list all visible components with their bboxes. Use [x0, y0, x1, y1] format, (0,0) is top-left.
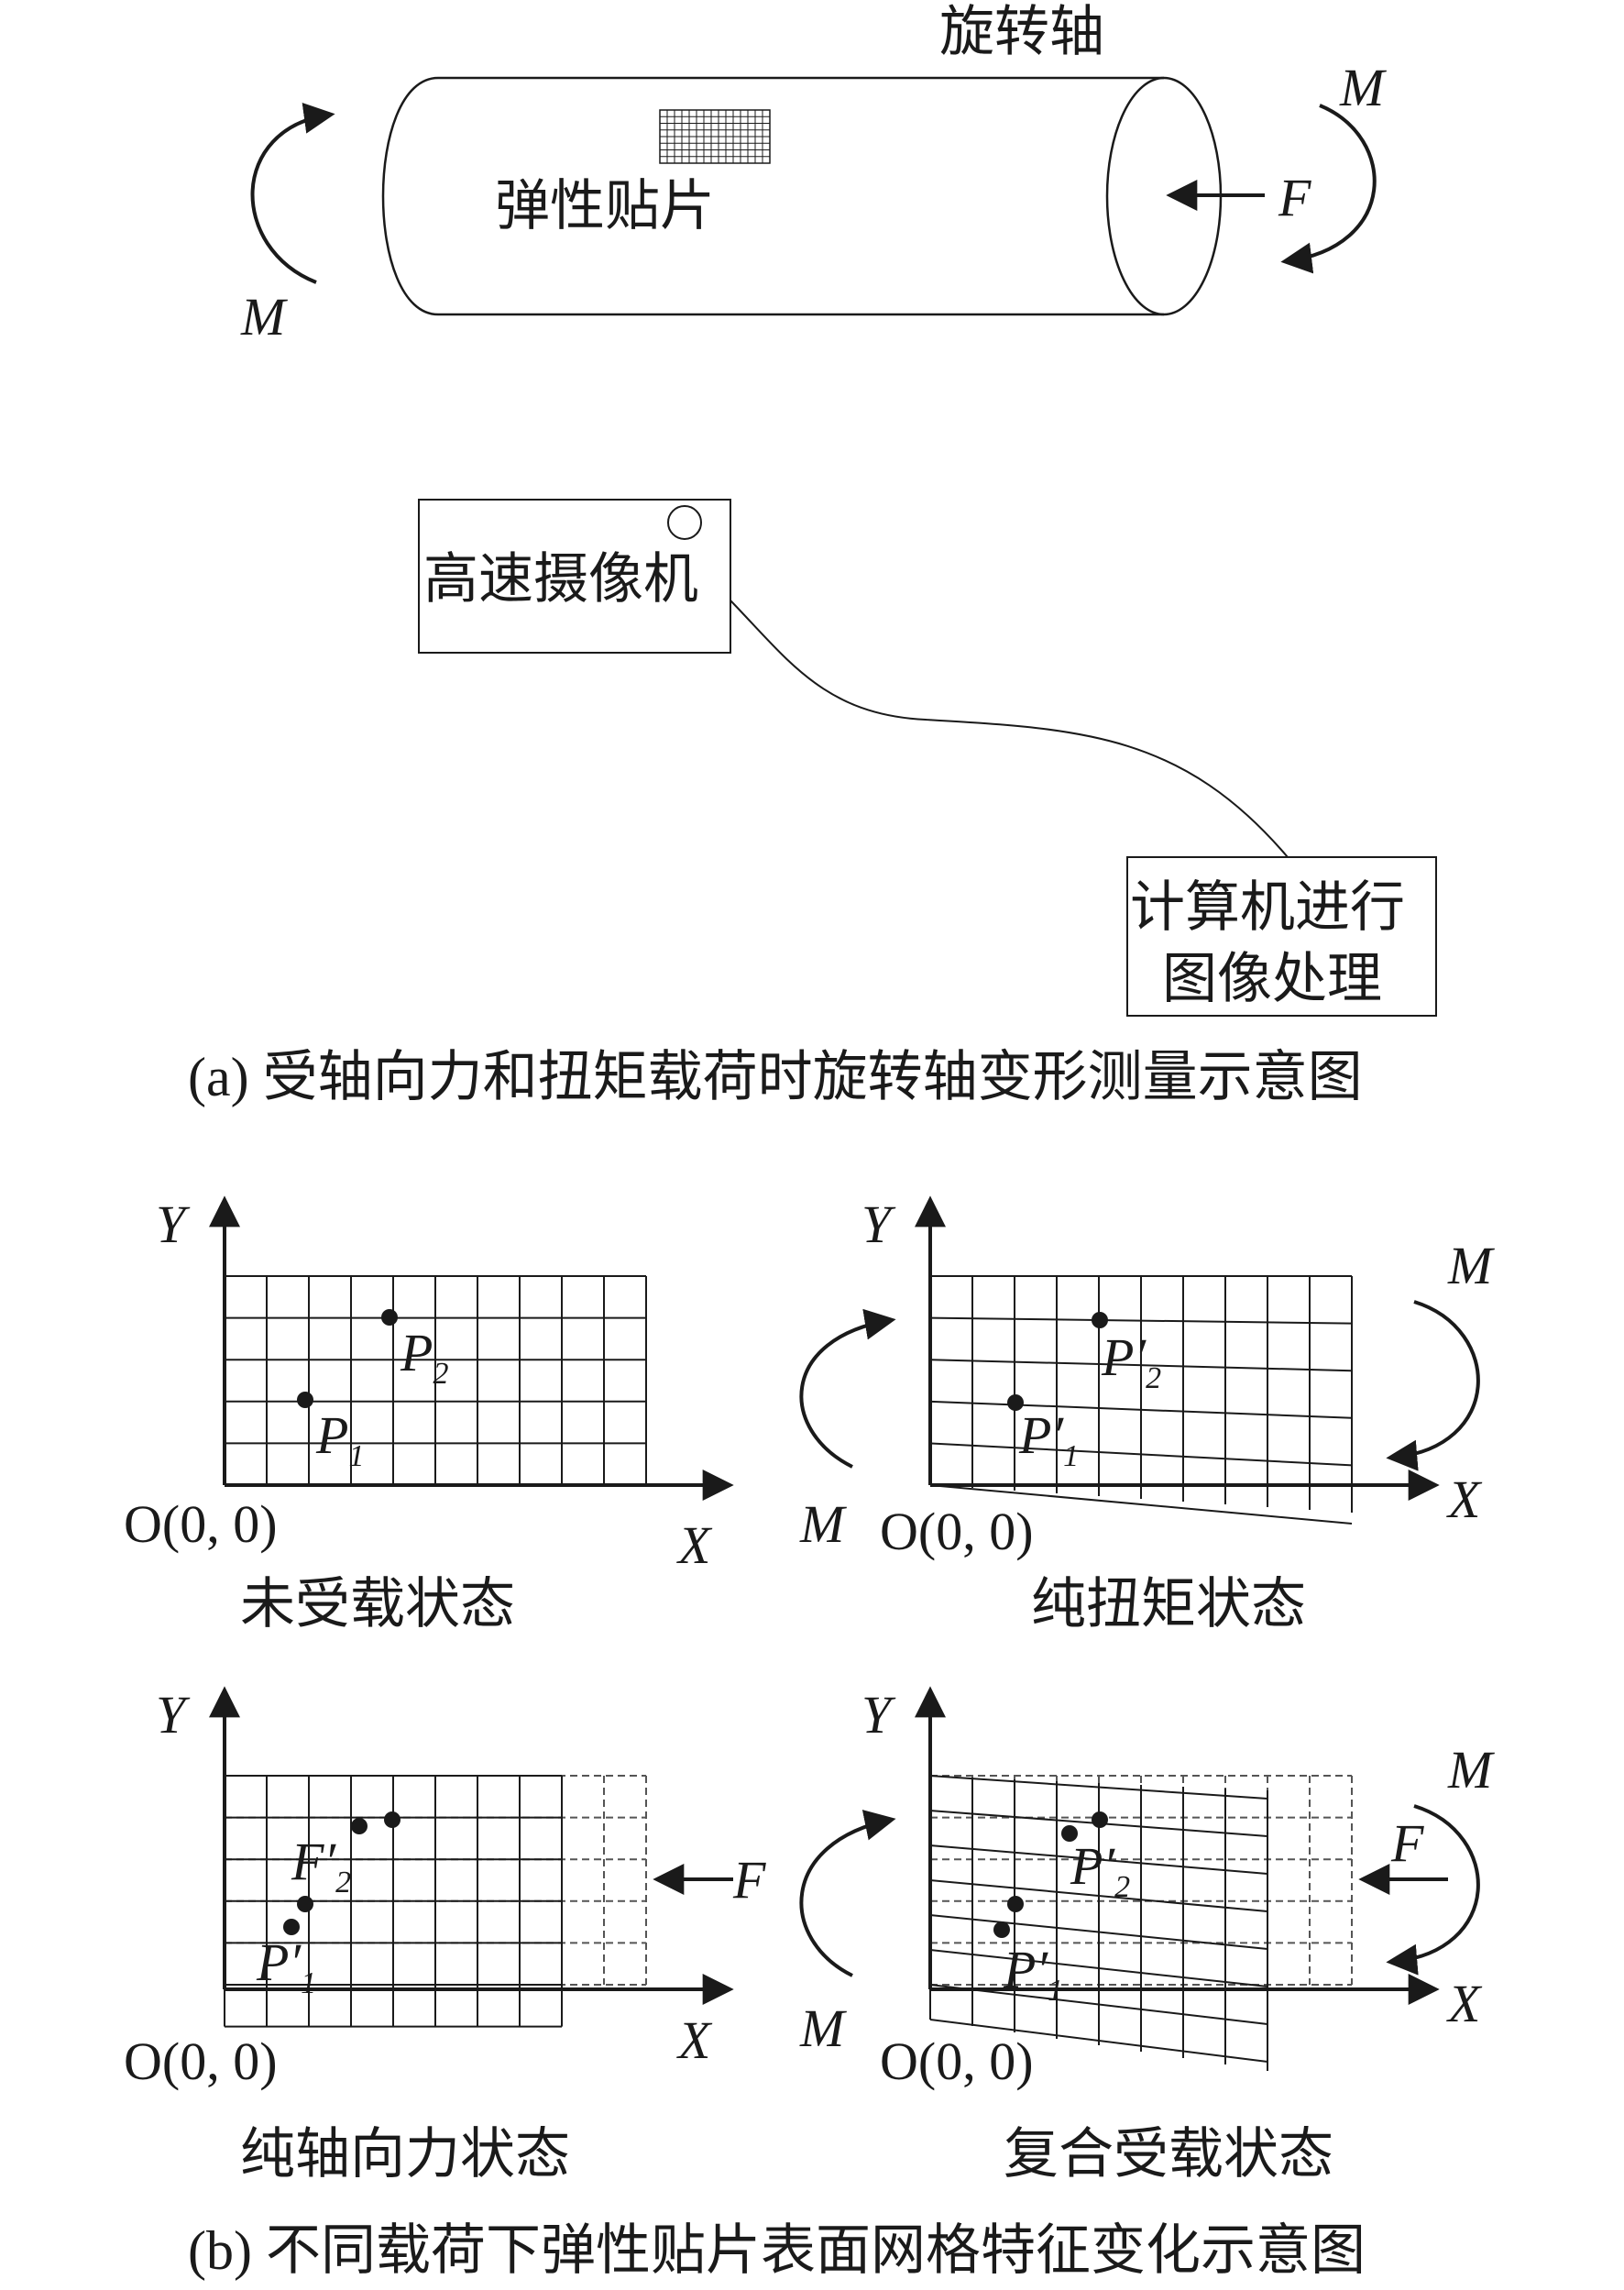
p1-label: P′1 [256, 1932, 316, 2000]
panel-pure-torque: Y X O(0, 0) P′2 P′1 M M 纯扭矩状态 [799, 1195, 1495, 1636]
computer-label-line1: 计算机进行 [1130, 875, 1405, 940]
origin-label: O(0, 0) [124, 2031, 278, 2091]
axes [915, 1686, 1440, 2005]
force-label: F [732, 1850, 766, 1910]
moment-label-left: M [240, 287, 288, 347]
moment-arrow-right [1280, 104, 1377, 274]
p2-label: P′2 [1070, 1836, 1130, 1904]
origin-label: O(0, 0) [880, 1502, 1034, 1561]
point-p2 [1061, 1825, 1078, 1842]
moment-arrow-right [1386, 1300, 1480, 1471]
axis-y-label: Y [156, 1195, 191, 1254]
point-p2 [381, 1309, 398, 1326]
camera-label: 高速摄像机 [423, 547, 698, 611]
moment-label-bottom: M [799, 1998, 847, 2058]
moment-arrow-right [1386, 1804, 1480, 1976]
axis-y-label: Y [861, 1195, 896, 1254]
state-label: 纯轴向力状态 [240, 2122, 570, 2186]
point-p1-original [297, 1896, 313, 1912]
p2-label: F′2 [291, 1832, 351, 1899]
moment-label-top: M [1447, 1740, 1495, 1800]
caption-b: (b) 不同载荷下弹性贴片表面网格特征变化示意图 [188, 2220, 1366, 2281]
axis-x-label: X [676, 2010, 713, 2070]
state-label: 纯扭矩状态 [1031, 1572, 1306, 1636]
origin-label: O(0, 0) [124, 1494, 278, 1554]
computer-box [1126, 856, 1437, 1017]
point-p1-original [1007, 1896, 1024, 1912]
moment-label-top: M [1447, 1236, 1495, 1295]
axis-y-label: Y [156, 1685, 191, 1745]
moment-arrow-left [799, 1810, 896, 1977]
axes [209, 1195, 734, 1501]
camera-cable [730, 600, 1289, 858]
shaft-label: 旋转轴 [939, 0, 1104, 64]
p1-label: P′1 [1018, 1405, 1079, 1473]
axis-x-label: X [1446, 1974, 1483, 2033]
point-p2-original [1092, 1811, 1108, 1828]
origin-label: O(0, 0) [880, 2031, 1034, 2091]
point-p2-original [384, 1811, 401, 1828]
part-a: 旋转轴 弹性贴片 M M F 高速摄像机 计算机进 [188, 0, 1437, 1107]
axis-x-label: X [1446, 1470, 1483, 1529]
p2-label: P′2 [1101, 1327, 1161, 1395]
force-label: F [1390, 1813, 1424, 1873]
panel-combined: Y X O(0, 0) P′2 P′1 M M F 复合受载状态 [799, 1685, 1495, 2186]
point-p1 [1007, 1394, 1024, 1411]
point-p2 [1092, 1312, 1108, 1328]
moment-label-right: M [1339, 58, 1387, 117]
point-p2 [351, 1818, 368, 1834]
state-label: 复合受载状态 [1004, 2122, 1333, 2186]
state-label: 未受载状态 [240, 1572, 515, 1636]
panel-unloaded: Y X O(0, 0) P2 P1 未受载状态 [124, 1195, 734, 1636]
axis-x-label: X [676, 1515, 713, 1575]
high-speed-camera [418, 499, 731, 654]
elastic-patch [659, 109, 771, 164]
axis-y-label: Y [861, 1685, 896, 1745]
moment-label-bottom: M [799, 1494, 847, 1554]
p1-label: P′1 [1003, 1940, 1063, 2008]
point-p1 [993, 1921, 1010, 1938]
patch-label: 弹性贴片 [495, 174, 715, 238]
axes [915, 1195, 1440, 1501]
moment-arrow-left [250, 103, 335, 284]
force-label: F [1278, 168, 1311, 227]
point-p1 [283, 1919, 300, 1935]
moment-arrow-left [799, 1308, 896, 1469]
computer-label-line2: 图像处理 [1162, 947, 1382, 1011]
panel-pure-axial: Y X O(0, 0) F′2 P′1 F 纯轴向力状态 [124, 1685, 766, 2186]
p2-label: P2 [400, 1323, 448, 1391]
p1-label: P1 [315, 1405, 364, 1473]
caption-a: (a) 受轴向力和扭矩载荷时旋转轴变形测量示意图 [188, 1047, 1363, 1107]
part-b: Y X O(0, 0) P2 P1 未受载状态 Y X O(0, 0) P′2 … [124, 1195, 1495, 2281]
rotating-shaft [381, 76, 1223, 316]
grid-line [929, 1484, 1353, 1525]
axes [209, 1686, 734, 2005]
point-p1 [297, 1392, 313, 1408]
